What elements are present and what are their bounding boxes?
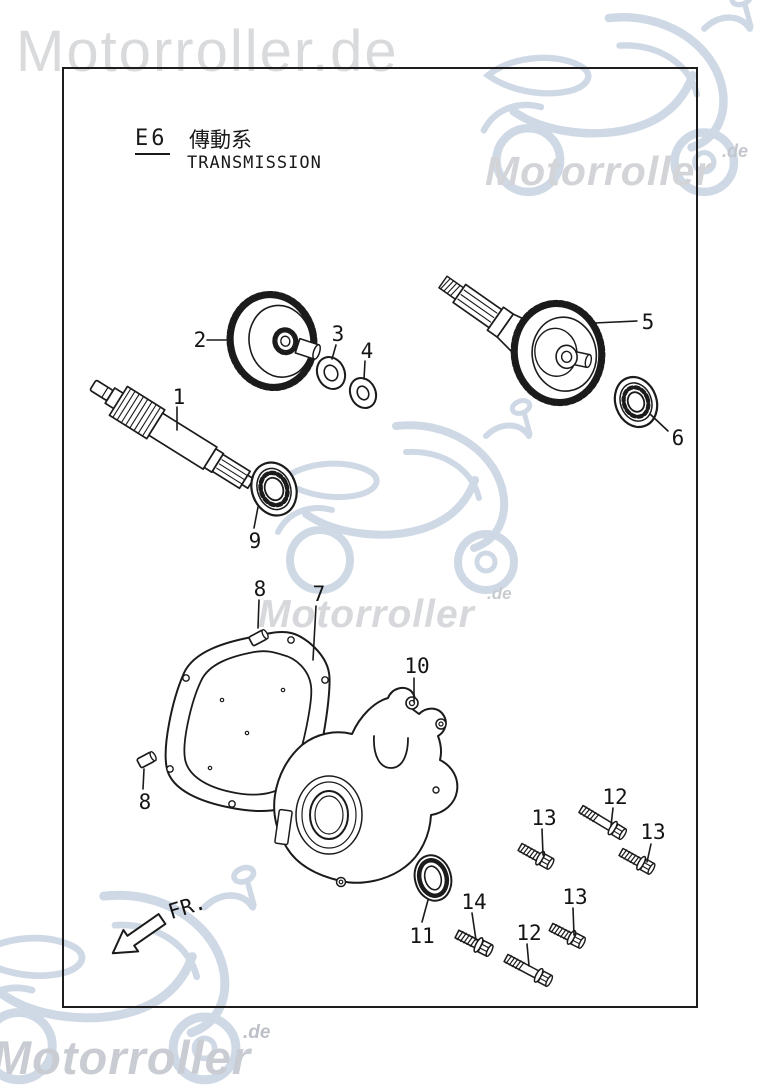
part-callout-13-middle: 13 xyxy=(562,885,588,909)
part-10-transmission-cover xyxy=(273,686,459,888)
part-8-dowel-pin-lower xyxy=(136,751,157,769)
part-callout-2: 2 xyxy=(193,328,207,352)
part-callout-7: 7 xyxy=(312,582,326,606)
part-callout-12-lower: 12 xyxy=(516,921,542,945)
part-13-bolt-right xyxy=(616,844,658,878)
part-callout-4: 4 xyxy=(360,339,374,363)
part-8-dowel-pin-upper xyxy=(248,629,269,647)
part-callout-8-lower: 8 xyxy=(138,790,152,814)
section-code: E6 xyxy=(135,126,170,155)
part-callout-1: 1 xyxy=(172,385,186,409)
part-1-drive-shaft xyxy=(89,379,255,490)
part-callout-12-upper: 12 xyxy=(602,785,628,809)
part-callout-13-right: 13 xyxy=(640,820,666,844)
part-13-bolt-middle xyxy=(546,919,589,952)
part-callout-10: 10 xyxy=(404,654,430,678)
part-callout-6: 6 xyxy=(671,426,685,450)
diagram-border-frame xyxy=(62,67,698,1008)
part-2-gear xyxy=(226,290,322,392)
diagram-title-english: TRANSMISSION xyxy=(187,153,322,173)
part-4-washer xyxy=(348,376,378,410)
part-callout-13-left: 13 xyxy=(531,806,557,830)
part-callout-3: 3 xyxy=(331,322,345,346)
part-13-bolt-left xyxy=(515,839,557,873)
part-5-final-gear xyxy=(438,275,606,407)
part-callout-5: 5 xyxy=(641,310,655,334)
leader-lines xyxy=(142,320,669,967)
part-callout-8-upper: 8 xyxy=(253,577,267,601)
part-callout-14: 14 xyxy=(461,890,487,914)
part-9-bearing xyxy=(250,461,298,517)
part-3-washer xyxy=(315,355,347,391)
part-6-bearing xyxy=(613,375,659,429)
part-callout-11: 11 xyxy=(409,924,435,948)
part-callout-9: 9 xyxy=(248,529,262,553)
part-11-oil-seal xyxy=(413,854,453,902)
diagram-title-chinese: 傳動系 xyxy=(189,128,252,152)
fr-direction-arrow xyxy=(111,913,167,955)
